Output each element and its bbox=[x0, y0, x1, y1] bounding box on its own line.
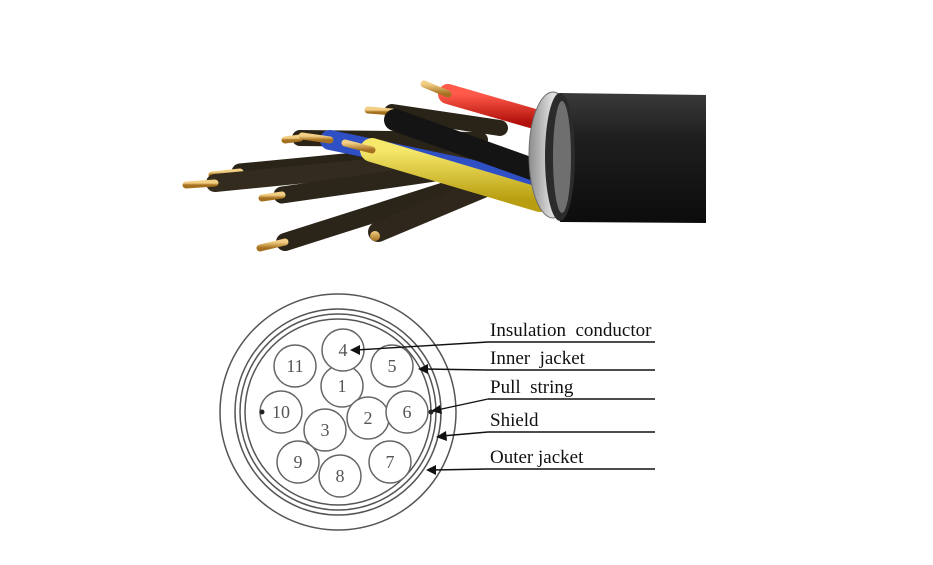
label-outer-jacket: Outer jacket bbox=[490, 447, 584, 468]
label-pull-string: Pull string bbox=[490, 377, 574, 398]
outer-jacket-circle bbox=[219, 293, 457, 531]
conductor-numbers: 1 2 3 4 5 6 7 8 9 10 11 bbox=[272, 340, 412, 486]
conductor-9 bbox=[276, 440, 320, 484]
conductor-label-6: 6 bbox=[403, 402, 412, 422]
label-inner-jacket: Inner jacket bbox=[490, 348, 586, 369]
conductor-label-2: 2 bbox=[364, 408, 373, 428]
conductor-5 bbox=[370, 344, 414, 388]
pull-string-dot-left bbox=[259, 409, 265, 415]
core-black bbox=[384, 109, 546, 181]
label-shield: Shield bbox=[490, 410, 539, 431]
conductor-3 bbox=[303, 408, 347, 452]
conductor-8 bbox=[318, 454, 362, 498]
conductor-6 bbox=[385, 390, 429, 434]
label-insulation-conductor: Insulation conductor bbox=[490, 320, 652, 341]
conductor-7 bbox=[368, 440, 412, 484]
conductor-label-11: 11 bbox=[286, 356, 303, 376]
shield-edge bbox=[553, 101, 571, 213]
core-red bbox=[420, 80, 555, 132]
conductor-label-10: 10 bbox=[272, 402, 290, 422]
leader-shield bbox=[441, 431, 489, 437]
arrow-inner-jacket bbox=[418, 364, 428, 374]
conductor-label-1: 1 bbox=[338, 376, 347, 396]
conductor-11 bbox=[273, 344, 317, 388]
conductor-label-7: 7 bbox=[386, 452, 395, 472]
conductor-label-5: 5 bbox=[388, 356, 397, 376]
conductor-label-4: 4 bbox=[339, 340, 348, 360]
leader-lines bbox=[350, 341, 655, 475]
conductor-label-9: 9 bbox=[294, 452, 303, 472]
leader-insulation bbox=[355, 341, 489, 351]
arrow-shield bbox=[436, 431, 447, 441]
core-dark-5 bbox=[368, 175, 500, 242]
conductor-label-3: 3 bbox=[321, 420, 330, 440]
leader-inner-jacket bbox=[423, 368, 489, 371]
outer-jacket-body bbox=[560, 93, 706, 223]
component-labels: Insulation conductor Inner jacket Pull s… bbox=[490, 320, 652, 468]
core-yellow bbox=[341, 138, 552, 212]
arrow-outer-jacket bbox=[426, 465, 436, 475]
arrow-pull-string bbox=[431, 405, 442, 414]
conductors bbox=[259, 328, 429, 498]
arrow-insulation bbox=[350, 345, 360, 355]
conductor-label-8: 8 bbox=[336, 466, 345, 486]
leader-pull-string bbox=[436, 398, 489, 411]
cable-photo bbox=[182, 80, 706, 252]
core-dark-4 bbox=[256, 171, 489, 252]
leader-outer-jacket bbox=[431, 468, 489, 471]
